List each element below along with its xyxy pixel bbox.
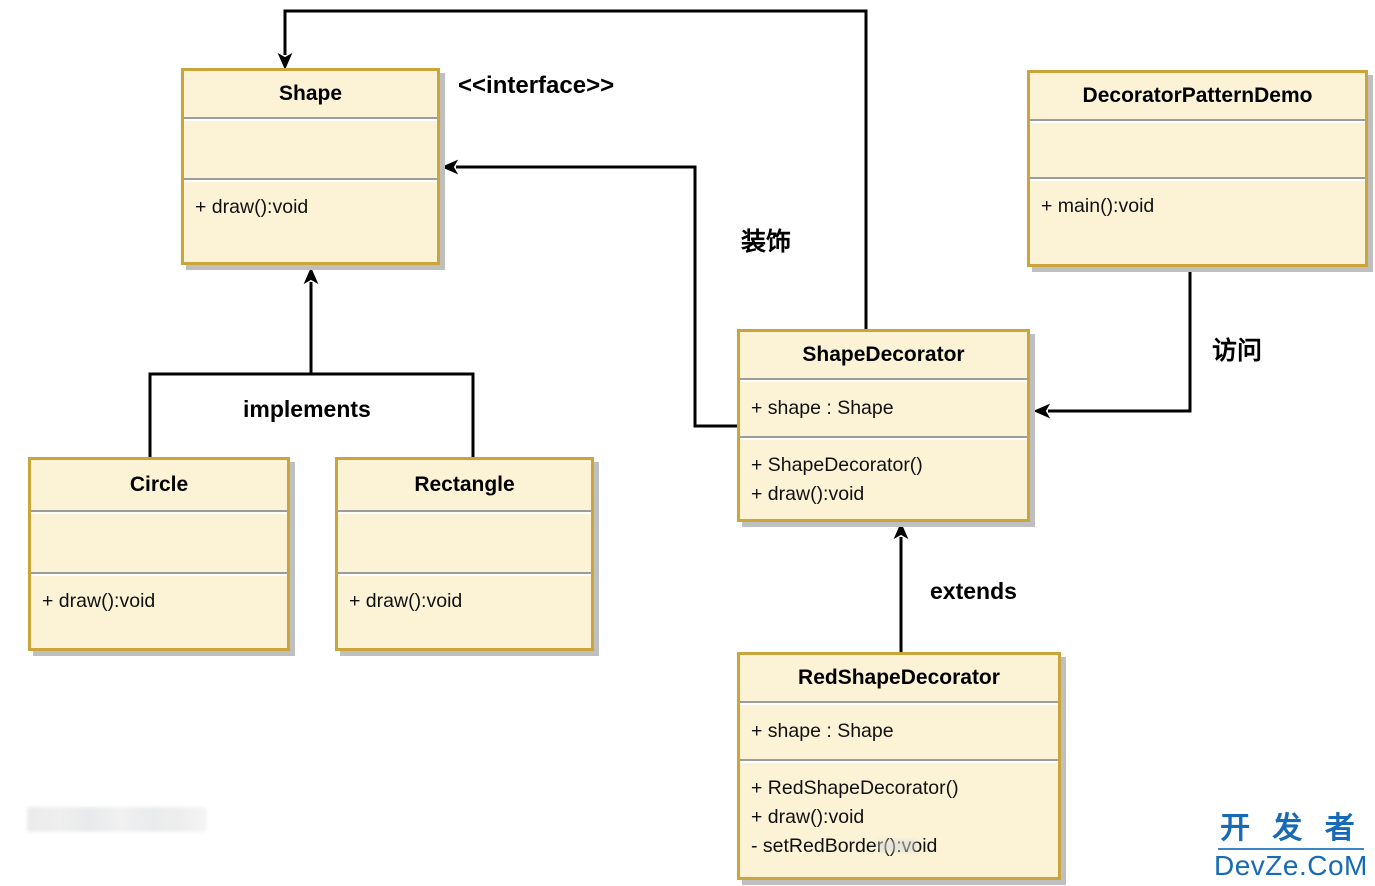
method-item: + main():void — [1041, 195, 1155, 217]
class-name-circle: Circle — [129, 473, 189, 496]
attribute-item: + shape : Shape — [751, 720, 894, 742]
site-watermark: 开 发 者 DevZe.CoM — [1214, 814, 1368, 880]
implements-edge-label: implements — [243, 396, 371, 422]
attributes-section — [338, 510, 591, 572]
method-item: + draw():void — [42, 590, 156, 612]
method-item: + RedShapeDecorator() — [751, 777, 959, 799]
watermark-smudge — [878, 840, 916, 852]
attributes-section — [184, 117, 437, 178]
connector-shapedecorator-to-shape-top — [277, 9, 868, 329]
method-item: + ShapeDecorator() — [751, 454, 923, 476]
attributes-section: + shape : Shape — [740, 701, 1058, 759]
class-box-circle: Circle + draw():void — [28, 457, 290, 651]
method-item: + draw():void — [751, 483, 865, 505]
class-box-decoratorpatterndemo: DecoratorPatternDemo + main():void — [1027, 70, 1368, 267]
method-item: + draw():void — [751, 806, 865, 828]
class-name-rectangle: Rectangle — [414, 473, 515, 496]
attributes-section — [1030, 119, 1365, 177]
methods-section: + main():void — [1030, 177, 1365, 264]
connector-access-demo-to-shapedecorator — [1033, 267, 1192, 419]
site-watermark-domain: DevZe.CoM — [1214, 850, 1368, 881]
class-name-redshapedecorator: RedShapeDecorator — [798, 666, 1000, 689]
class-name-decoratorpatterndemo: DecoratorPatternDemo — [1082, 84, 1313, 107]
interface-stereotype-label: <<interface>> — [458, 72, 615, 99]
methods-section: + RedShapeDecorator() + draw():void - se… — [740, 759, 1058, 877]
methods-section: + draw():void — [338, 572, 591, 648]
attributes-section: + shape : Shape — [740, 378, 1027, 436]
connector-decorate-shapedecorator-to-shape — [441, 159, 737, 428]
class-box-shapedecorator: ShapeDecorator + shape : Shape + ShapeDe… — [737, 329, 1030, 522]
method-item: + draw():void — [195, 196, 309, 218]
attribute-item: + shape : Shape — [751, 397, 894, 419]
connector-implements-bracket — [148, 372, 475, 457]
class-name-shape: Shape — [278, 82, 343, 105]
class-box-rectangle: Rectangle + draw():void — [335, 457, 594, 651]
class-box-redshapedecorator: RedShapeDecorator + shape : Shape + RedS… — [737, 652, 1061, 880]
access-edge-label: 访问 — [1212, 337, 1263, 365]
class-box-shape: Shape + draw():void — [181, 68, 440, 265]
methods-section: + draw():void — [31, 572, 287, 648]
attributes-section — [31, 510, 287, 572]
extends-edge-label: extends — [930, 578, 1017, 604]
methods-section: + ShapeDecorator() + draw():void — [740, 436, 1027, 519]
method-item: + draw():void — [349, 590, 463, 612]
class-name-shapedecorator: ShapeDecorator — [802, 343, 965, 366]
methods-section: + draw():void — [184, 178, 437, 262]
site-watermark-cn: 开 发 者 — [1218, 814, 1364, 850]
blurred-watermark — [27, 807, 207, 832]
decorate-edge-label: 装饰 — [741, 228, 792, 256]
